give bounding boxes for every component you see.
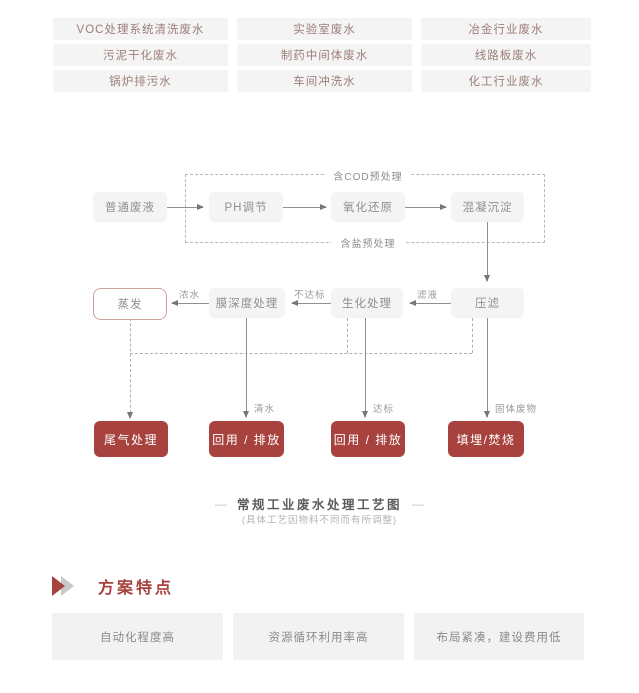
arrow-filter-press-to-landfill	[484, 318, 490, 418]
feature-item: 自动化程度高	[52, 613, 223, 660]
arrow-membrane-to-evaporation	[171, 300, 209, 306]
wastewater-types-grid: VOC处理系统清洗废水 实验室废水 冶金行业废水 污泥干化废水 制药中间体废水 …	[53, 18, 591, 92]
cod-pretreatment-label: 含COD预处理	[324, 168, 412, 183]
flowchart-caption-title: 常规工业废水处理工艺图	[236, 498, 402, 512]
node-coagulation: 混凝沉淀	[451, 192, 524, 222]
double-triangle-icon	[52, 575, 78, 597]
arrow-filter-press-to-biochemical	[409, 300, 451, 306]
node-redox: 氧化还原	[331, 192, 405, 222]
process-flowchart: 含COD预处理 含盐预处理 普通废液 PH调节 氧化还原 混凝沉淀 蒸发 膜深度…	[93, 168, 545, 457]
wastewater-type-cell: 车间冲洗水	[237, 70, 412, 92]
wastewater-type-cell: 冶金行业废水	[421, 18, 591, 40]
features-list: 自动化程度高 资源循环利用率高 布局紧凑，建设费用低	[52, 613, 590, 660]
flowchart-caption: — 常规工业废水处理工艺图 —	[0, 494, 639, 513]
node-ph-adjust: PH调节	[209, 192, 283, 222]
node-influent: 普通废液	[93, 192, 167, 222]
flowchart-caption-note: (具体工艺因物料不同而有所调整)	[241, 515, 398, 526]
node-reuse-discharge-1: 回用 / 排放	[209, 421, 284, 457]
concentrate-label: 浓水	[179, 290, 201, 301]
node-tail-gas-treatment: 尾气处理	[94, 421, 168, 457]
wastewater-type-cell: 污泥干化废水	[53, 44, 228, 66]
feature-item: 资源循环利用率高	[233, 613, 404, 660]
caption-dash-left: —	[214, 496, 227, 511]
node-landfill-incineration: 填埋/焚烧	[448, 421, 524, 457]
node-membrane-treatment: 膜深度处理	[209, 288, 285, 318]
arrow-coagulation-to-filter-press	[484, 222, 490, 282]
wastewater-type-cell: 锅炉排污水	[53, 70, 228, 92]
wastewater-type-cell: 制药中间体废水	[237, 44, 412, 66]
arrow-ph-to-redox	[283, 204, 327, 210]
up-to-standard-label: 达标	[373, 404, 395, 415]
wastewater-type-cell: 化工行业废水	[421, 70, 591, 92]
dashed-line-filter-press-offgas	[472, 318, 473, 353]
caption-dash-right: —	[412, 496, 424, 511]
wastewater-type-cell: VOC处理系统清洗废水	[53, 18, 228, 40]
filtrate-label: 滤液	[417, 290, 439, 301]
features-section-header: 方案特点	[52, 573, 174, 599]
node-reuse-discharge-2: 回用 / 排放	[331, 421, 405, 457]
solid-waste-label: 固体废物	[495, 404, 538, 415]
clean-water-label: 清水	[254, 404, 276, 415]
salt-pretreatment-label: 含盐预处理	[331, 235, 405, 250]
triangle-red-icon	[52, 576, 65, 596]
arrow-biochemical-to-reuse	[362, 318, 368, 418]
node-biochemical-treatment: 生化处理	[331, 288, 403, 318]
features-section-title: 方案特点	[98, 580, 175, 597]
below-standard-label: 不达标	[294, 290, 326, 301]
arrow-membrane-to-reuse	[243, 318, 249, 418]
node-evaporation: 蒸发	[93, 288, 167, 320]
arrow-redox-to-coagulation	[405, 204, 447, 210]
arrow-biochemical-to-membrane	[291, 300, 331, 306]
feature-item: 布局紧凑，建设费用低	[414, 613, 584, 660]
dashed-arrow-evaporation-to-tail-gas	[127, 318, 133, 419]
arrow-influent-to-ph	[167, 204, 204, 210]
wastewater-type-cell: 线路板废水	[421, 44, 591, 66]
node-filter-press: 压滤	[451, 288, 524, 318]
dashed-offgas-collector-line	[130, 353, 472, 354]
dashed-line-biochemical-offgas	[347, 318, 348, 353]
wastewater-type-cell: 实验室废水	[237, 18, 412, 40]
